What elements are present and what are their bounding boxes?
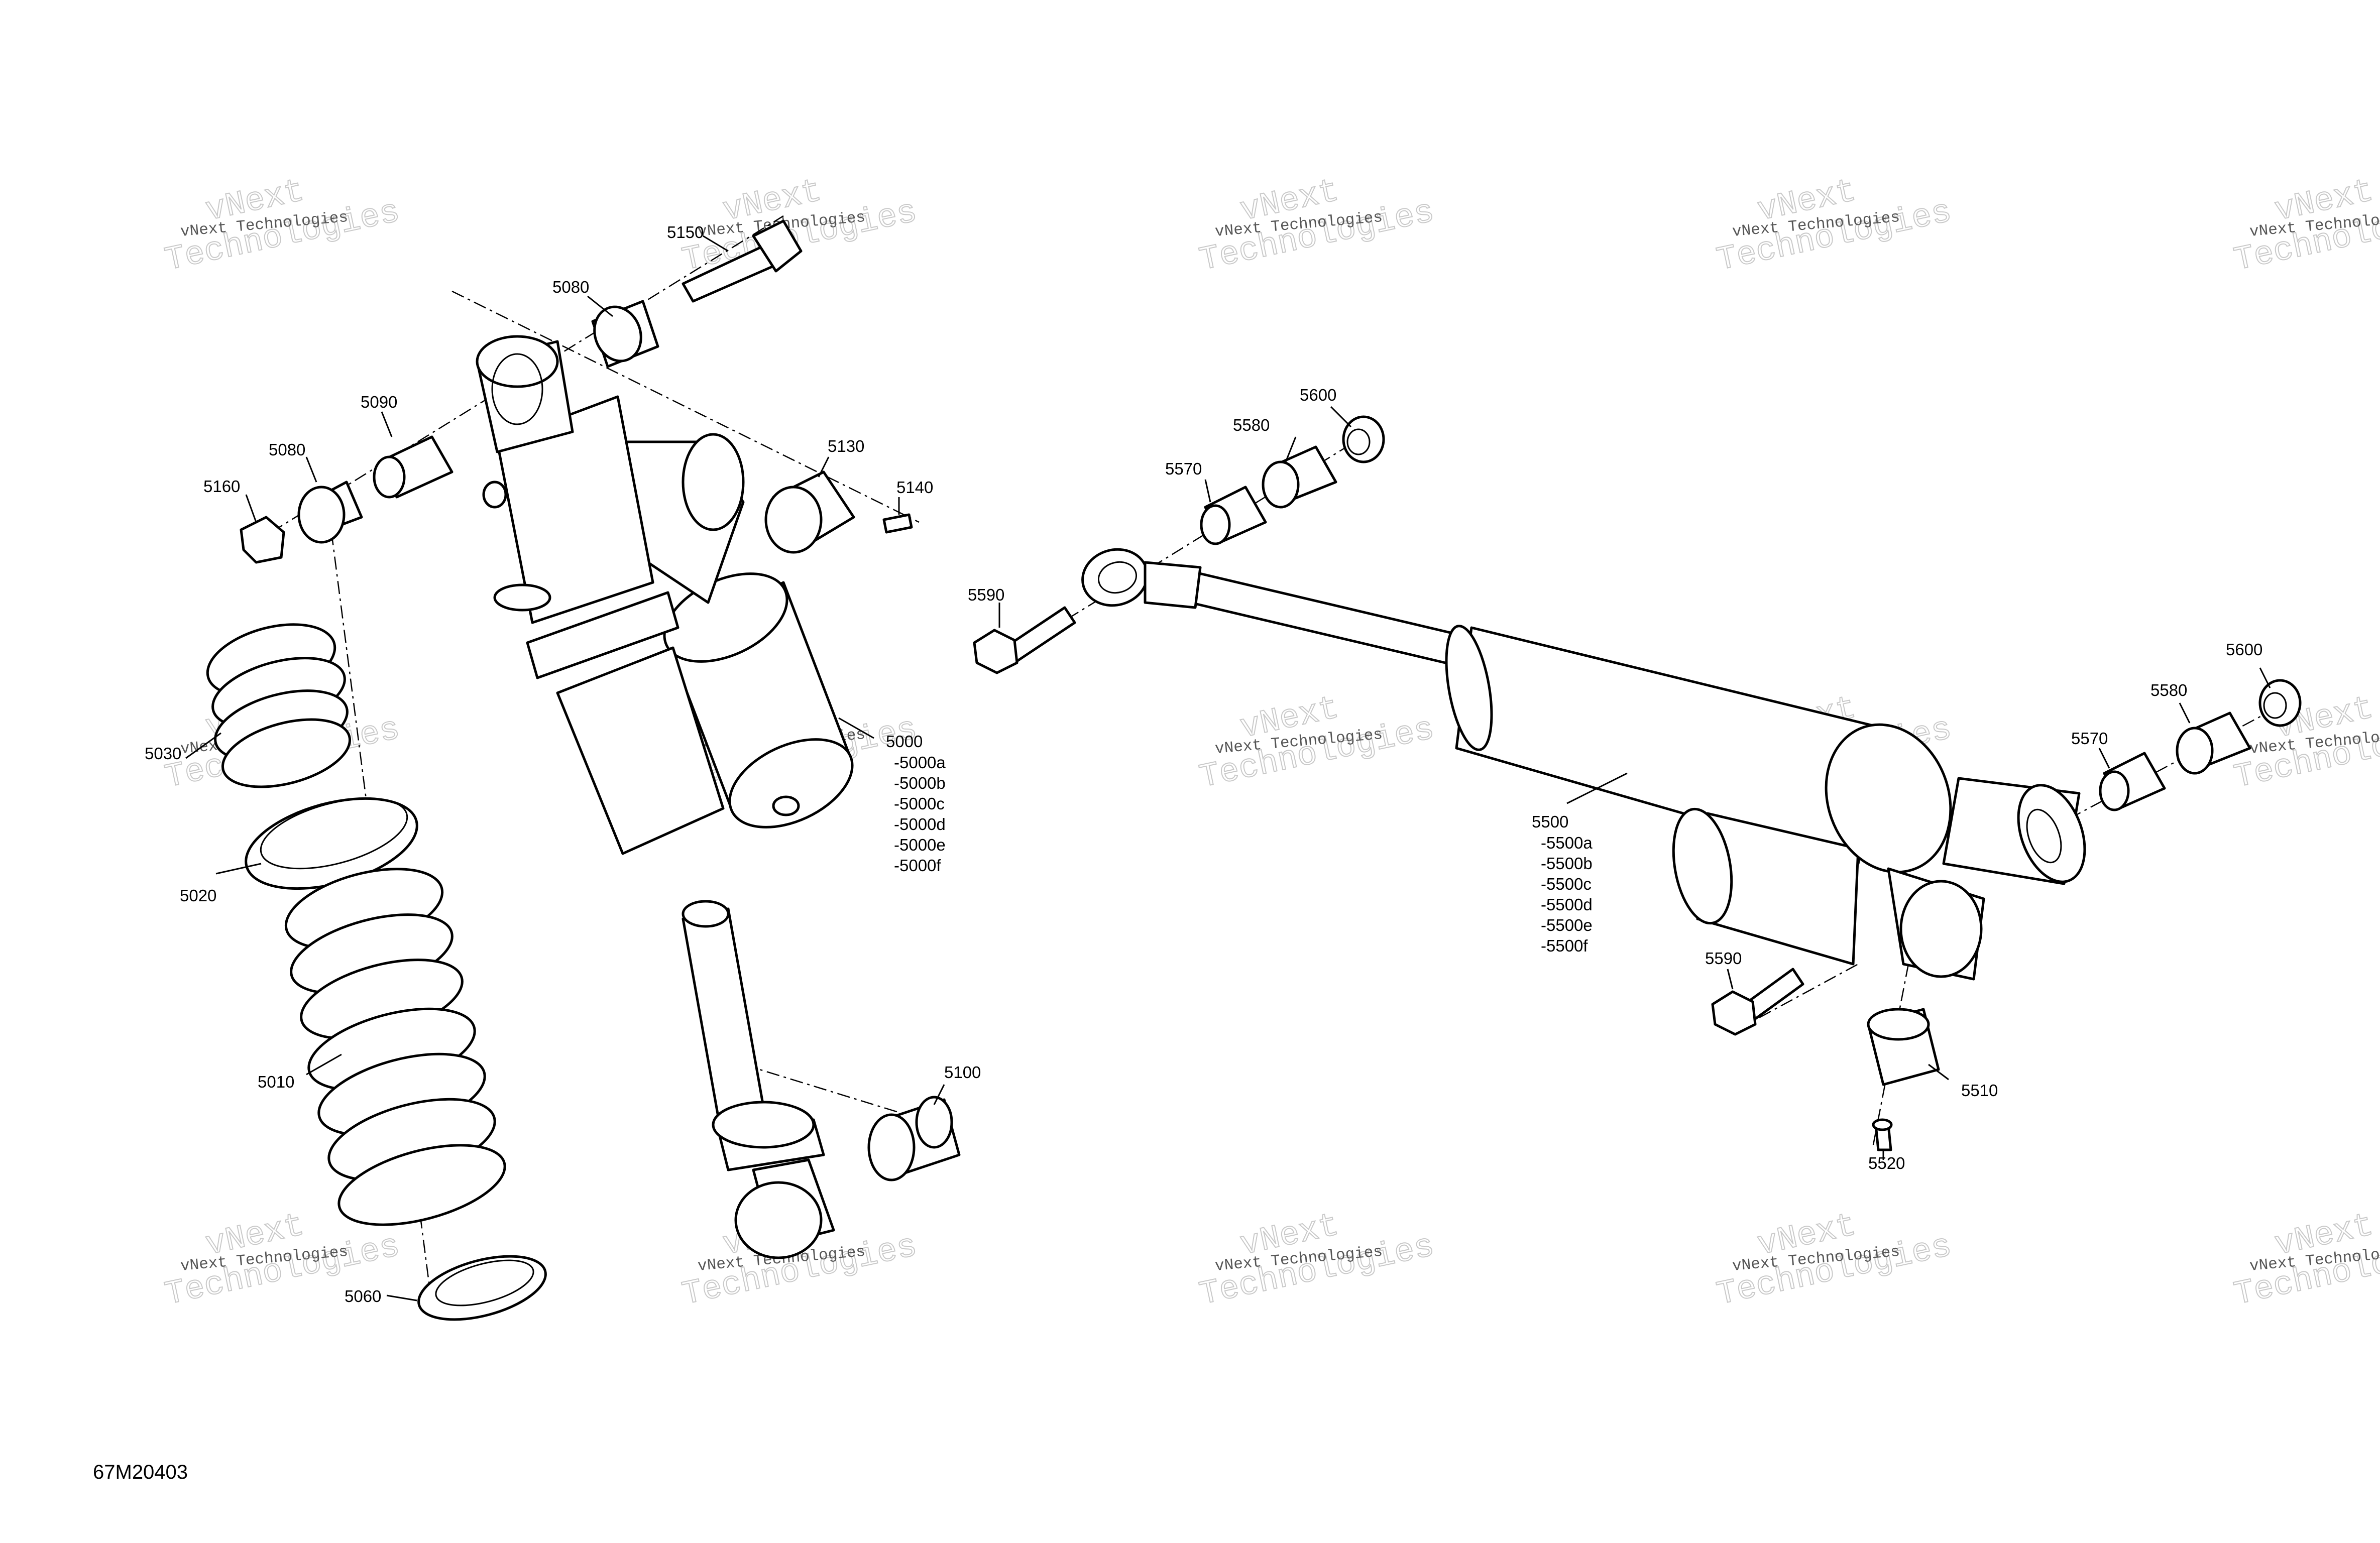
watermark: vNext Technologies vNext Technologies <box>161 172 403 280</box>
callout-5000f: -5000f <box>894 856 941 875</box>
spring-5030 <box>206 623 352 788</box>
watermark: vNext Technologies vNext Technologies <box>1196 1206 1438 1315</box>
adjuster-knob-5510 <box>1867 1008 1940 1086</box>
callout-5150: 5150 <box>667 223 704 242</box>
callout-5500e: -5500e <box>1541 916 1593 934</box>
bolt-5590-lower <box>1711 968 1804 1036</box>
callout-5500c: -5500c <box>1541 875 1592 893</box>
screw-5140 <box>882 513 913 534</box>
sleeve-5090 <box>373 435 454 499</box>
watermark: vNext Technologies vNext Technologies <box>1196 689 1438 797</box>
callout-5580-upper: 5580 <box>1233 416 1270 434</box>
callout-5100: 5100 <box>944 1063 981 1082</box>
callout-5140: 5140 <box>896 478 933 497</box>
callout-5500f: -5500f <box>1541 936 1588 955</box>
callout-5090: 5090 <box>361 393 397 411</box>
watermark: vNext Technologies vNext Technologies <box>2230 689 2380 797</box>
bushing-5580-upper <box>1262 445 1337 509</box>
nut-5600-upper <box>1342 415 1385 463</box>
watermark: vNext Technologies vNext Technologies <box>1713 172 1955 280</box>
callout-5510: 5510 <box>1961 1081 1998 1100</box>
bushing-5080-left <box>297 481 363 544</box>
bushing-5080-top <box>591 300 659 368</box>
callout-5010: 5010 <box>258 1073 294 1091</box>
callout-5570-upper: 5570 <box>1165 459 1202 478</box>
callout-labels: 5150 5080 5090 5080 5160 5130 5140 5030 … <box>145 223 2262 1305</box>
shock-shaft <box>682 900 835 1259</box>
callout-5030: 5030 <box>145 744 181 763</box>
callout-5000: 5000 <box>886 732 923 751</box>
bolt-5150 <box>682 219 803 303</box>
callout-5600-lower: 5600 <box>2226 640 2262 659</box>
leader-lines <box>185 235 2271 1301</box>
callout-5080-top: 5080 <box>552 278 589 296</box>
callout-5160: 5160 <box>203 477 240 496</box>
retaining-clip-5060 <box>417 1255 547 1321</box>
callout-5130: 5130 <box>828 437 864 455</box>
callout-5080-left: 5080 <box>269 440 305 459</box>
screw-5520 <box>1872 1118 1893 1151</box>
watermark: vNext Technologies vNext Technologies <box>1713 1206 1955 1315</box>
callout-5500b: -5500b <box>1541 854 1593 873</box>
nut-5160 <box>240 516 285 564</box>
rear-shock-absorber <box>1081 548 2086 981</box>
adjuster-knob-5130 <box>764 470 855 554</box>
watermark: vNext Technologies vNext Technologies <box>1196 172 1438 280</box>
callout-5500: 5500 <box>1532 812 1568 831</box>
callout-5020: 5020 <box>180 886 216 905</box>
callout-5000d: -5000d <box>894 815 946 834</box>
callout-5580-lower: 5580 <box>2150 681 2187 699</box>
callout-5000c: -5000c <box>894 794 945 813</box>
bushing-5580-lower <box>2176 711 2251 775</box>
callout-5590-upper: 5590 <box>968 585 1004 604</box>
front-shock-absorber <box>476 335 854 855</box>
spring-5010 <box>284 868 506 1226</box>
watermark: vNext Technologies vNext Technologies <box>2230 1206 2380 1315</box>
callout-5600-upper: 5600 <box>1300 386 1336 404</box>
callout-5060: 5060 <box>345 1287 381 1305</box>
nut-5600-lower <box>2258 679 2302 727</box>
diagram-code: 67M20403 <box>93 1461 188 1483</box>
bushing-5100 <box>867 1096 961 1181</box>
spacer-5570-lower <box>2099 752 2166 811</box>
watermark: vNext Technologies vNext Technologies <box>678 172 921 280</box>
callout-5500a: -5500a <box>1541 834 1593 852</box>
watermark: vNext Technologies vNext Technologies <box>2230 172 2380 280</box>
callout-5500d: -5500d <box>1541 895 1593 914</box>
callout-5590-lower: 5590 <box>1705 949 1742 968</box>
callout-5000b: -5000b <box>894 774 946 792</box>
callout-5570-lower: 5570 <box>2071 729 2108 748</box>
bolt-5590-upper <box>973 606 1076 674</box>
callout-5000e: -5000e <box>894 836 946 854</box>
callout-5520: 5520 <box>1868 1154 1905 1172</box>
callout-5000a: -5000a <box>894 753 946 772</box>
spacer-5570-upper <box>1200 486 1267 545</box>
